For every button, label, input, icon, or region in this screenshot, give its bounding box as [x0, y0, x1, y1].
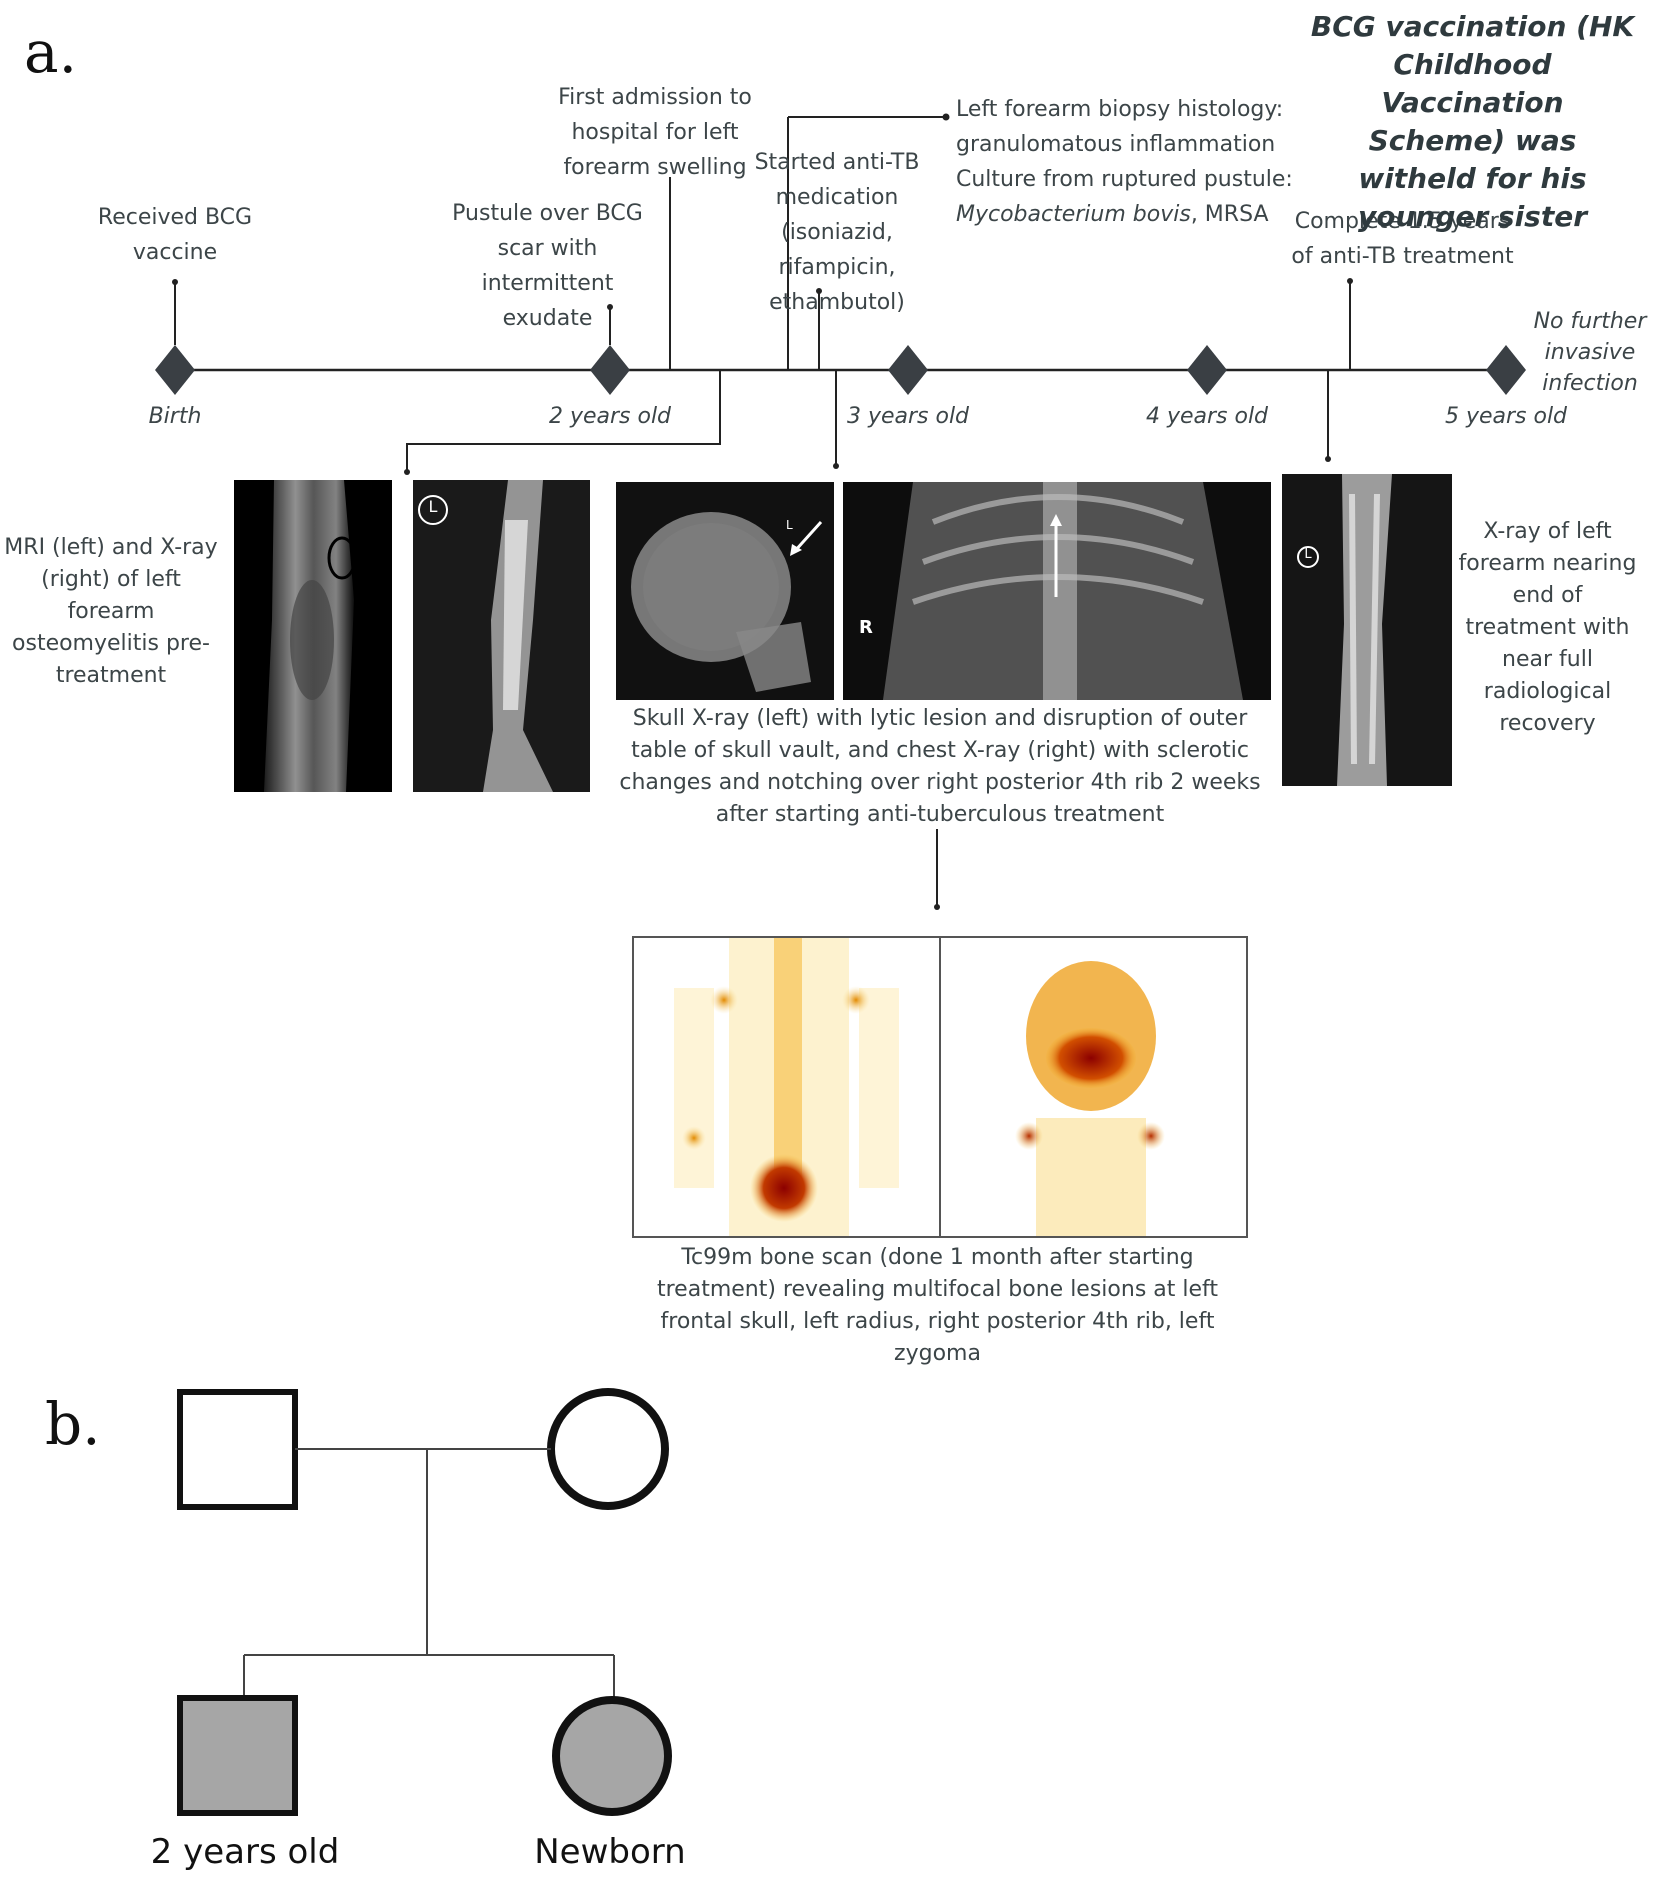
diamond-5y [1486, 345, 1526, 395]
event-anti-tb: Started anti-TB medication (isoniazid, r… [754, 150, 920, 315]
age-4-years: 4 years old [1145, 404, 1269, 429]
end-l-marker: L [1304, 547, 1312, 562]
chest-r-marker: R [859, 617, 873, 638]
forearm-end-drawing [1297, 474, 1392, 786]
mri-drawing [264, 480, 357, 792]
skull-xray-image: L [616, 482, 834, 700]
diamond-4y [1187, 345, 1227, 395]
forearm-xray-end-image: L [1282, 474, 1452, 786]
bone-scan-head-drawing [1015, 961, 1165, 1236]
daughter-label: Newborn [534, 1832, 686, 1872]
caption-skull-chest: Skull X-ray (left) with lytic lesion and… [619, 706, 1261, 827]
age-2-years: 2 years old [548, 404, 672, 429]
caption-mri: MRI (left) and X-ray (right) of left for… [4, 535, 218, 688]
diamond-2y [590, 345, 630, 395]
event-pustule: Pustule over BCG scar with intermittent … [452, 201, 643, 331]
bone-scan-body-drawing [674, 938, 899, 1236]
biopsy-organism-rest: , MRSA [1190, 202, 1269, 227]
diamond-birth [155, 345, 195, 395]
event-biopsy: Left forearm biopsy histology: granuloma… [956, 92, 1296, 232]
son-age-label: 2 years old [150, 1832, 340, 1872]
skull-xray-drawing [631, 512, 823, 692]
forearm-l-marker: L [428, 497, 438, 516]
panel-b-label: b. [45, 1390, 101, 1458]
diamond-3y [888, 345, 928, 395]
caption-bone-scan: Tc99m bone scan (done 1 month after star… [656, 1245, 1219, 1366]
event-complete-treatment: Complete 1.5 years of anti-TB treatment [1291, 209, 1514, 269]
caption-forearm-end: X-ray of left forearm nearing end of tre… [1458, 519, 1637, 736]
connector-mri [406, 370, 721, 472]
biopsy-line-1: Left forearm biopsy histology: [956, 97, 1284, 122]
biopsy-line-4: Mycobacterium bovis, MRSA [956, 197, 1296, 232]
event-received-bcg: Received BCG vaccine [97, 205, 253, 265]
son-square-affected [177, 1695, 298, 1816]
mother-circle [547, 1388, 669, 1510]
biopsy-line-2: granulomatous inflammation [956, 132, 1276, 157]
sister-note: BCG vaccination (HK Childhood Vaccinatio… [1310, 10, 1635, 233]
biopsy-organism: Mycobacterium bovis [956, 202, 1191, 227]
biopsy-line-3: Culture from ruptured pustule: [956, 167, 1293, 192]
chest-xray-image: R [843, 482, 1271, 700]
age-birth: Birth [148, 404, 202, 429]
forearm-xray-pre-image: L [413, 480, 590, 792]
father-square [177, 1389, 298, 1510]
chest-xray-drawing [883, 482, 1243, 700]
bone-scan-whole-body-image [632, 936, 941, 1238]
panel-a-label: a. [24, 18, 78, 86]
bone-scan-head-image [939, 936, 1248, 1238]
event-first-admission: First admission to hospital for left for… [558, 85, 752, 180]
event-no-further: No further invasive infection [1533, 309, 1647, 396]
skull-l-marker: L [786, 518, 793, 532]
age-3-years: 3 years old [846, 404, 970, 429]
mri-forearm-image [234, 480, 392, 792]
daughter-circle-affected [552, 1696, 672, 1816]
forearm-xray-drawing [418, 480, 553, 792]
age-5-years: 5 years old [1444, 404, 1568, 429]
